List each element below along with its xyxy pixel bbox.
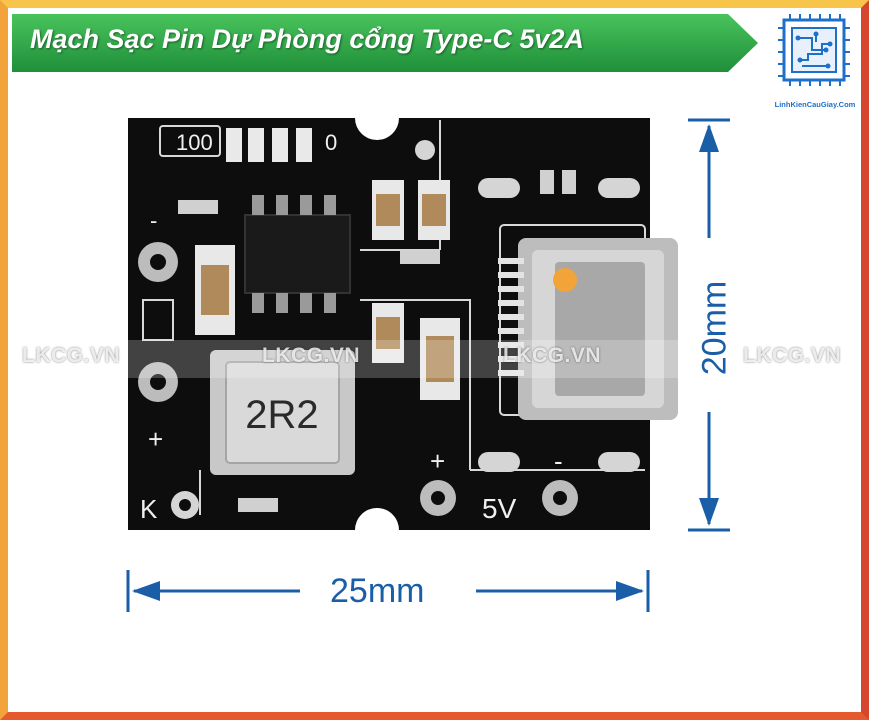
k-label: K: [140, 494, 158, 524]
usb-type-c-connector: [498, 238, 678, 420]
watermark-4: LKCG.VN: [743, 344, 841, 367]
plus-out-label: +: [430, 446, 445, 476]
height-dimension-label: 20mm: [695, 280, 734, 376]
inductor-label: 2R2: [245, 393, 318, 437]
output-voltage-label: 5V: [482, 493, 517, 524]
minus-out-label: -: [554, 446, 563, 476]
inductor: [210, 350, 355, 475]
watermark-band: [12, 340, 857, 378]
circuit-chip-icon: [778, 14, 850, 86]
minus-left-label: -: [150, 208, 157, 233]
watermark-1: LKCG.VN: [22, 344, 120, 367]
banner-title: Mạch Sạc Pin Dự Phòng cổng Type-C 5v2A: [30, 24, 584, 54]
silk-top-label: 100: [176, 130, 213, 155]
banner-arrow-shape: [12, 14, 758, 72]
plus-left-label: +: [148, 424, 163, 454]
ic-chip: [244, 195, 351, 313]
dimension-markers: [126, 118, 730, 612]
silk-zero-label: 0: [325, 130, 337, 155]
watermark-2: LKCG.VN: [262, 344, 360, 367]
title-banner: Mạch Sạc Pin Dự Phòng cổng Type-C 5v2A: [12, 14, 758, 72]
brand-logo: LinhKienCauGiay.Com: [770, 14, 860, 114]
width-dimension-label: 25mm: [330, 572, 425, 610]
logo-text: LinhKienCauGiay.Com: [774, 100, 856, 109]
watermark-3: LKCG.VN: [503, 344, 601, 367]
